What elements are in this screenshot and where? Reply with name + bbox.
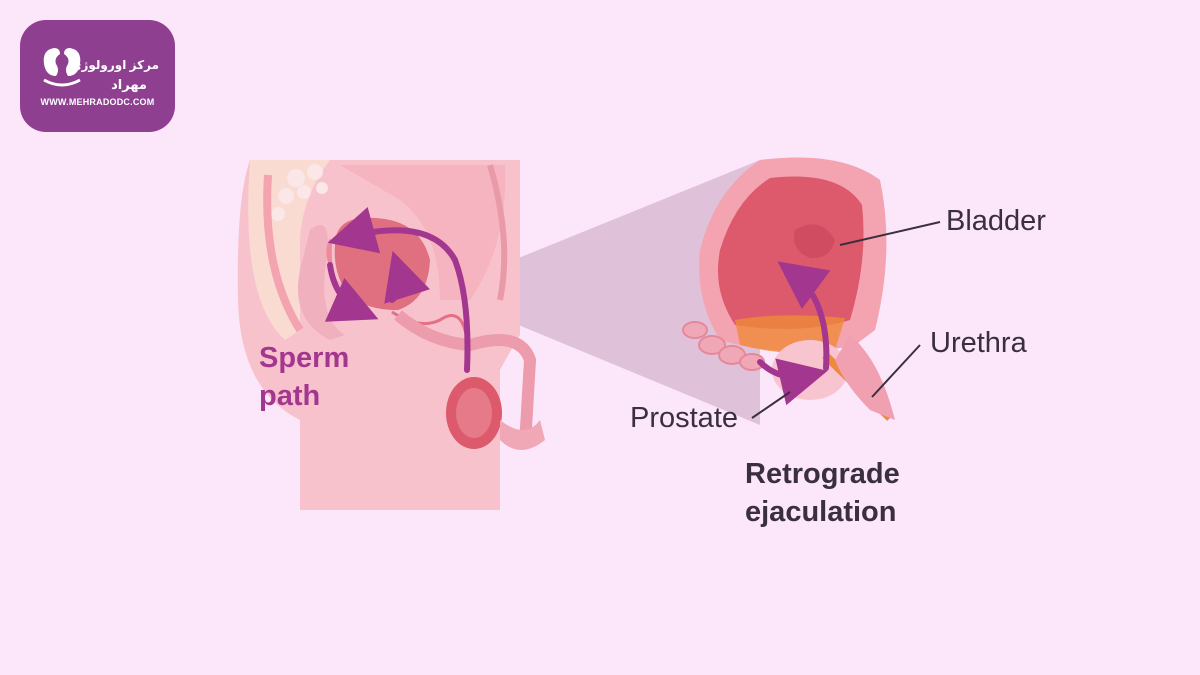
caption-line1: Retrograde bbox=[745, 455, 900, 493]
logo-name-line1: مرکز اورولوژی bbox=[70, 58, 159, 72]
logo-name-line2: مهراد bbox=[111, 77, 147, 93]
pelvis-cross-section bbox=[238, 160, 545, 510]
prostate-label: Prostate bbox=[630, 402, 738, 435]
diagram-caption: Retrograde ejaculation bbox=[745, 455, 900, 531]
caption-line2: ejaculation bbox=[745, 493, 900, 531]
urethra-leader-line bbox=[872, 345, 920, 397]
bladder-label: Bladder bbox=[946, 205, 1046, 238]
sperm-path-label: Sperm path bbox=[259, 339, 349, 415]
sperm-path-line1: Sperm bbox=[259, 339, 349, 377]
logo-url: WWW.MEHRADODC.COM bbox=[20, 97, 175, 107]
sperm-path-line2: path bbox=[259, 377, 349, 415]
urethra-label: Urethra bbox=[930, 327, 1027, 360]
brand-logo: مرکز اورولوژی مهراد WWW.MEHRADODC.COM bbox=[20, 20, 175, 132]
